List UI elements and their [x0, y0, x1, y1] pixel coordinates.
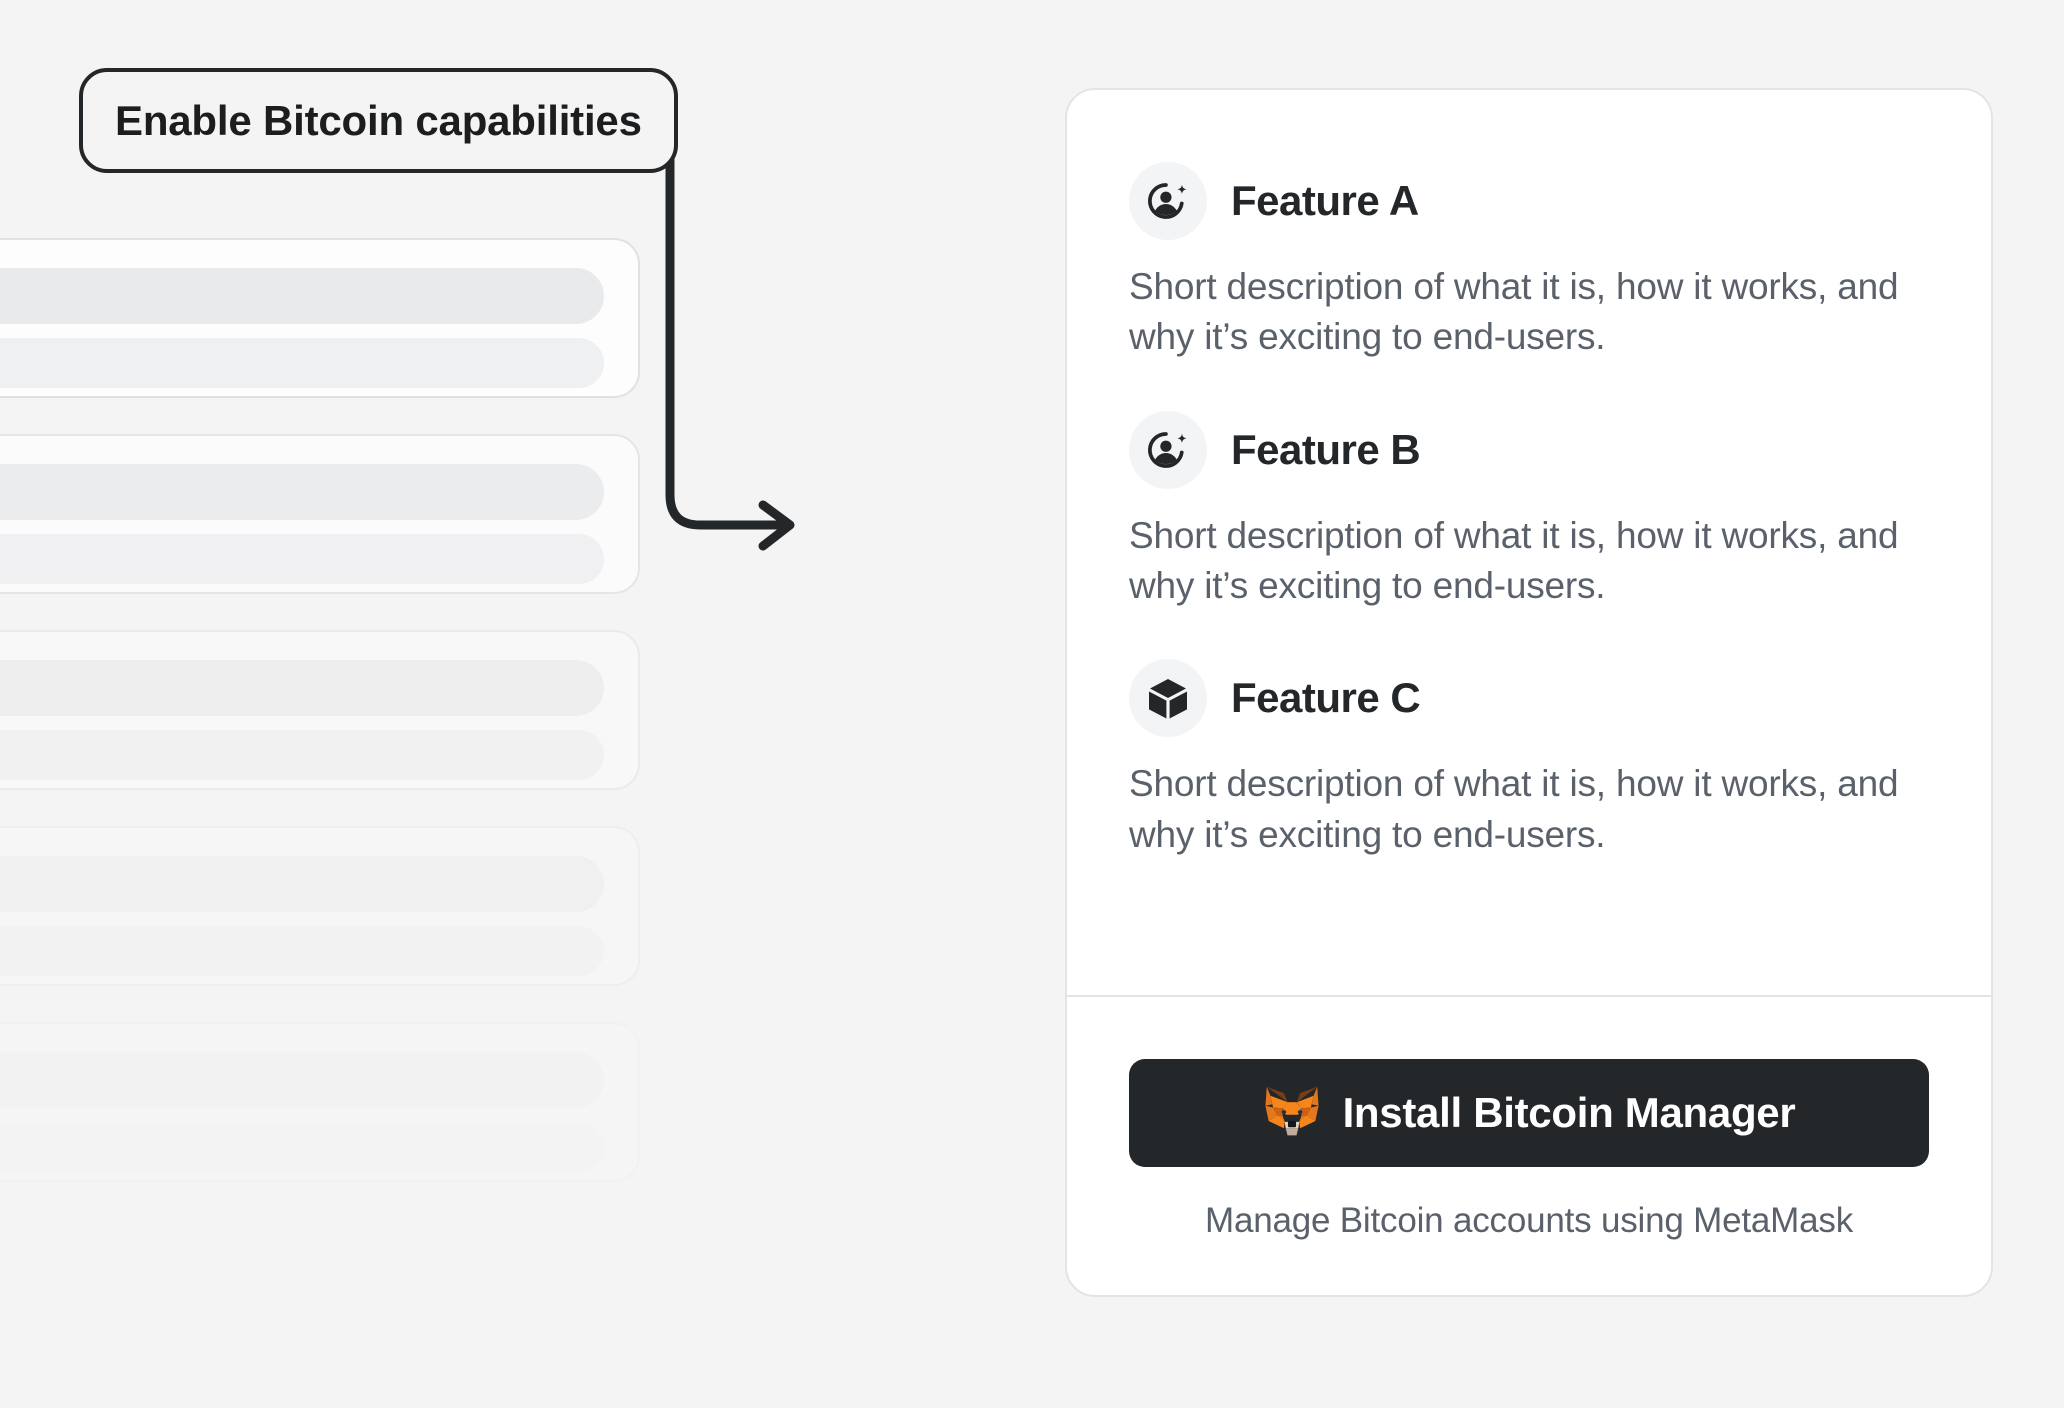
- annotation-label-pill: Enable Bitcoin capabilities: [79, 68, 678, 173]
- install-button-label: Install Bitcoin Manager: [1342, 1089, 1796, 1136]
- skeleton-bar-primary: [0, 268, 604, 324]
- skeleton-card: [0, 434, 640, 594]
- skeleton-card: [0, 1022, 640, 1182]
- skeleton-card-stack: [0, 238, 640, 1218]
- skeleton-bar-primary: [0, 856, 604, 912]
- feature-heading-row: Feature A: [1129, 162, 1929, 240]
- skeleton-card: [0, 826, 640, 986]
- skeleton-bar-secondary: [0, 534, 604, 584]
- bitcoin-features-card: Feature A Short description of what it i…: [1065, 88, 1993, 1297]
- metamask-fox-icon: [1263, 1085, 1321, 1142]
- install-caption: Manage Bitcoin accounts using MetaMask: [1204, 1201, 1854, 1240]
- skeleton-bar-secondary: [0, 926, 604, 976]
- feature-block: Feature B Short description of what it i…: [1129, 410, 1929, 612]
- install-bitcoin-manager-button[interactable]: Install Bitcoin Manager: [1129, 1059, 1929, 1167]
- feature-description: Short description of what it is, how it …: [1129, 266, 1899, 358]
- feature-title: Feature C: [1231, 674, 1421, 722]
- skeleton-card: [0, 630, 640, 790]
- feature-title: Feature A: [1231, 177, 1419, 224]
- annotation-label-text: Enable Bitcoin capabilities: [115, 96, 642, 144]
- feature-description: Short description of what it is, how it …: [1129, 514, 1899, 606]
- skeleton-bar-primary: [0, 660, 604, 716]
- skeleton-bar-secondary: [0, 1122, 604, 1172]
- user-plus-icon: [1129, 162, 1207, 240]
- feature-description: Short description of what it is, how it …: [1129, 763, 1899, 855]
- cube-icon: [1129, 659, 1207, 738]
- skeleton-bar-primary: [0, 1052, 604, 1108]
- card-footer: Install Bitcoin Manager Manage Bitcoin a…: [1067, 995, 1991, 1295]
- feature-block: Feature C Short description of what it i…: [1129, 659, 1929, 860]
- connector-arrowhead: [758, 500, 795, 551]
- skeleton-bar-primary: [0, 464, 604, 520]
- feature-title: Feature B: [1231, 425, 1421, 473]
- user-plus-icon: [1129, 410, 1207, 489]
- skeleton-bar-secondary: [0, 730, 604, 780]
- skeleton-card: [0, 238, 640, 398]
- connector-line: [627, 116, 787, 530]
- feature-heading-row: Feature B: [1129, 410, 1929, 489]
- feature-block: Feature A Short description of what it i…: [1129, 162, 1929, 363]
- feature-list: Feature A Short description of what it i…: [1067, 90, 1991, 995]
- skeleton-bar-secondary: [0, 338, 604, 388]
- feature-heading-row: Feature C: [1129, 659, 1929, 738]
